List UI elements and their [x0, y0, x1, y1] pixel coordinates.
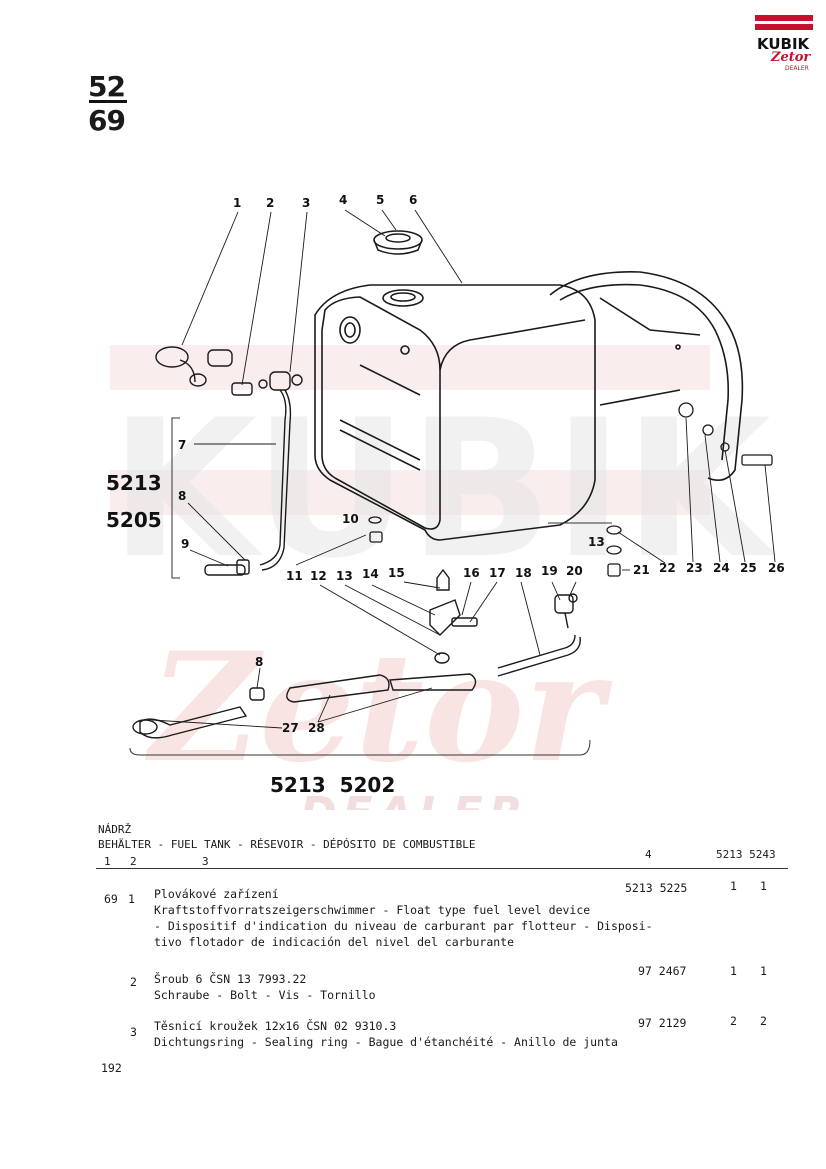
page-number: 69	[88, 104, 126, 137]
filler-cap	[373, 230, 423, 255]
row2-position: 2	[130, 975, 137, 989]
col-header-1: 1	[104, 855, 111, 868]
callout-10: 10	[342, 512, 359, 526]
col-header-4: 4	[645, 848, 652, 861]
callout-1: 1	[233, 196, 241, 210]
fuel-tank	[314, 284, 596, 541]
drain-plug	[368, 516, 383, 543]
mounting-hardware	[606, 402, 773, 577]
float-sender	[155, 346, 233, 387]
fuel-pipe	[497, 593, 581, 677]
callout-14: 14	[362, 567, 379, 581]
logo-brand: KUBIK	[757, 35, 810, 53]
callout-28: 28	[308, 721, 325, 735]
callout-25: 25	[740, 561, 757, 575]
row2-desc-line2: Schraube - Bolt - Vis - Tornillo	[154, 988, 376, 1002]
table-header-rule	[96, 868, 788, 869]
group-bracket-bottom	[129, 739, 591, 756]
footer-page-number: 192	[101, 1061, 122, 1075]
col-header-5: 5213 5243	[716, 848, 776, 861]
row2-qty-2: 1	[760, 964, 767, 978]
fuel-tank-exploded-diagram: KUBIK Zetor DEALER	[106, 193, 785, 810]
tank-bracket	[549, 271, 744, 481]
watermark-dealer: DEALER	[300, 788, 529, 810]
row1-desc-line3: - Dispositif d'indication du niveau de c…	[154, 919, 653, 933]
row1-desc-line1: Plovákové zařízení	[154, 887, 279, 901]
fuel-tap	[429, 568, 478, 664]
row2-part-number: 97 2467	[638, 964, 687, 978]
callout-26: 26	[768, 561, 785, 575]
row3-qty-2: 2	[760, 1014, 767, 1028]
row1-qty-1: 1	[730, 879, 737, 893]
callout-8-bottom: 8	[255, 655, 263, 669]
watermark: KUBIK Zetor DEALER	[110, 345, 777, 810]
callout-13: 13	[336, 569, 353, 583]
callout-23: 23	[686, 561, 703, 575]
row3-position: 3	[130, 1025, 137, 1039]
callout-2: 2	[266, 196, 274, 210]
logo-band-mid	[755, 24, 813, 30]
kubik-zetor-logo: KUBIK Zetor DEALER	[755, 15, 813, 73]
watermark-kubik: KUBIK	[110, 379, 777, 600]
callout-3: 3	[302, 196, 310, 210]
callout-16: 16	[463, 566, 480, 580]
banjo-fitting	[204, 371, 303, 576]
callout-20: 20	[566, 564, 583, 578]
group-label-5205: 5205	[106, 508, 162, 532]
group-number: 52	[88, 70, 126, 103]
callout-6: 6	[409, 193, 417, 207]
logo-band-top	[755, 15, 813, 21]
table-title: NÁDRŽ	[98, 823, 132, 836]
callout-8: 8	[178, 489, 186, 503]
callout-9: 9	[181, 537, 189, 551]
callout-7: 7	[178, 438, 186, 452]
row1-part-number: 5213 5225	[625, 881, 688, 895]
row1-desc-line2: Kraftstoffvorratszeigerschwimmer - Float…	[154, 903, 591, 917]
row3-desc-line2: Dichtungsring - Sealing ring - Bague d'é…	[154, 1035, 618, 1049]
page-number-rule	[89, 100, 127, 103]
callout-13-right: 13	[588, 535, 605, 549]
callout-17: 17	[489, 566, 506, 580]
row2-desc-line1: Šroub 6 ČSN 13 7993.22	[154, 972, 307, 986]
row1-desc-line4: tivo flotador de indicación del nivel de…	[154, 935, 515, 949]
callout-21: 21	[633, 563, 650, 577]
callout-24: 24	[713, 561, 730, 575]
callout-labels: 1 2 3 4 5 6 7 8 9 10 11 12 13 14 15 16 1…	[178, 193, 785, 735]
row1-position: 1	[128, 892, 135, 906]
group-label-5213-5202: 5213 5202	[270, 773, 395, 797]
fuel-hoses	[132, 673, 477, 739]
callout-19: 19	[541, 564, 558, 578]
callout-5: 5	[376, 193, 384, 207]
watermark-zetor: Zetor	[145, 620, 613, 796]
row3-desc-line1: Těsnicí kroužek 12x16 ČSN 02 9310.3	[154, 1019, 397, 1033]
table-subtitle: BEHÄLTER - FUEL TANK - RÉSEVOIR - DÉPÓSI…	[98, 838, 476, 851]
callout-11: 11	[286, 569, 303, 583]
logo-sub: Zetor	[771, 50, 811, 65]
leader-lines	[151, 209, 776, 729]
group-label-5213: 5213	[106, 471, 162, 495]
col-header-2: 2	[130, 855, 137, 868]
callout-18: 18	[515, 566, 532, 580]
callout-15: 15	[388, 566, 405, 580]
group-bracket-left	[171, 417, 180, 579]
callout-22: 22	[659, 561, 676, 575]
callout-27: 27	[282, 721, 299, 735]
callout-12: 12	[310, 569, 327, 583]
row3-qty-1: 2	[730, 1014, 737, 1028]
row1-page: 69	[104, 892, 118, 906]
row2-qty-1: 1	[730, 964, 737, 978]
logo-dealer: DEALER	[785, 65, 809, 72]
col-header-3: 3	[202, 855, 209, 868]
row3-part-number: 97 2129	[638, 1016, 687, 1030]
row1-qty-2: 1	[760, 879, 767, 893]
callout-4: 4	[339, 193, 347, 207]
